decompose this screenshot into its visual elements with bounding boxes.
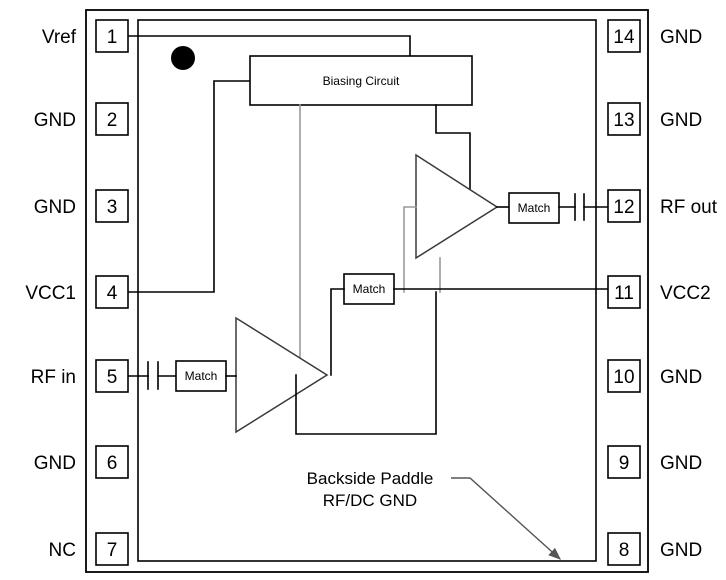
pin-number-12: 12: [613, 197, 634, 218]
pin-number-9: 9: [619, 453, 630, 474]
backside-paddle-label-line2: RF/DC GND: [323, 491, 417, 510]
pin-box-9[interactable]: [607, 445, 641, 479]
die-outline: [137, 19, 597, 562]
pin-left-4[interactable]: 4 VCC1: [25, 275, 129, 309]
pin-number-13: 13: [613, 110, 634, 131]
pin-label-gnd-8: GND: [660, 540, 702, 561]
pin-box-5[interactable]: [95, 359, 129, 393]
pin-label-rf-in: RF in: [31, 367, 76, 388]
pin-number-10: 10: [613, 367, 634, 388]
pins-left-group: 1 Vref 2 GND 3 GND 4 VCC1 5 RF in 6 GND: [25, 19, 129, 566]
pin-box-8[interactable]: [607, 532, 641, 566]
pin-number-7: 7: [107, 540, 118, 561]
pin-left-5[interactable]: 5 RF in: [31, 359, 129, 393]
pin-left-1[interactable]: 1 Vref: [42, 19, 129, 53]
pin-label-gnd-6: GND: [34, 453, 76, 474]
match-output-label: Match: [518, 201, 551, 215]
pin-label-vcc2: VCC2: [660, 283, 711, 304]
pin-box-6[interactable]: [95, 445, 129, 479]
match-interstage-label: Match: [353, 282, 386, 296]
pin-right-11[interactable]: 11 VCC2: [607, 275, 711, 309]
wire-amp2-bias-feed: [403, 206, 417, 293]
pin-box-12[interactable]: [607, 189, 641, 223]
biasing-circuit-label: Biasing Circuit: [323, 74, 400, 88]
wire-amp1-to-match-mid: [330, 288, 345, 376]
pin-number-6: 6: [107, 453, 118, 474]
pin-label-vcc1: VCC1: [25, 283, 76, 304]
pin-right-13[interactable]: 13 GND: [607, 102, 702, 136]
pin-box-4[interactable]: [95, 275, 129, 309]
pin-one-dot-icon: [171, 46, 195, 70]
pin-label-rf-out: RF out: [660, 197, 718, 218]
wire-amp1-return-loop: [295, 291, 437, 435]
pin-left-6[interactable]: 6 GND: [34, 445, 129, 479]
pin-box-13[interactable]: [607, 102, 641, 136]
pins-right-group: 14 GND 13 GND 12 RF out 11 VCC2 10 GND 9…: [607, 19, 718, 566]
pin-label-vref: Vref: [42, 27, 77, 48]
pin-number-1: 1: [107, 27, 118, 48]
wire-vref-to-bias: [126, 35, 411, 57]
pin-right-10[interactable]: 10 GND: [607, 359, 702, 393]
pin-box-3[interactable]: [95, 189, 129, 223]
pin-box-10[interactable]: [607, 359, 641, 393]
pin-number-8: 8: [619, 540, 630, 561]
biasing-circuit-block: [249, 55, 473, 106]
pin-box-14[interactable]: [607, 19, 641, 53]
backside-paddle-label-line1: Backside Paddle: [307, 469, 434, 488]
pin-number-4: 4: [107, 283, 118, 304]
first-stage-amplifier: [235, 316, 329, 434]
pin-label-gnd-2: GND: [34, 110, 76, 131]
pin-number-3: 3: [107, 197, 118, 218]
pin-left-2[interactable]: 2 GND: [34, 102, 129, 136]
pin-right-12[interactable]: 12 RF out: [607, 189, 718, 223]
pin-left-7[interactable]: 7 NC: [49, 532, 129, 566]
pin-number-2: 2: [107, 110, 118, 131]
pin-right-14[interactable]: 14 GND: [607, 19, 702, 53]
match-output-block: [508, 192, 560, 224]
pin-label-nc: NC: [49, 540, 76, 561]
match-input-block: [175, 360, 227, 392]
pin-left-3[interactable]: 3 GND: [34, 189, 129, 223]
pin-box-2[interactable]: [95, 102, 129, 136]
pin-label-gnd-9: GND: [660, 453, 702, 474]
pin-box-1[interactable]: [95, 19, 129, 53]
pin-label-gnd-14: GND: [660, 27, 702, 48]
backside-paddle-leader-arrow: [451, 477, 562, 560]
match-input-label: Match: [185, 369, 218, 383]
pin-box-7[interactable]: [95, 532, 129, 566]
pin-number-11: 11: [614, 283, 634, 304]
pin-label-gnd-13: GND: [660, 110, 702, 131]
pin-box-11[interactable]: [607, 275, 641, 309]
pin-label-gnd-3: GND: [34, 197, 76, 218]
pin-number-14: 14: [613, 27, 635, 48]
pin-right-8[interactable]: 8 GND: [607, 532, 702, 566]
wire-bias-to-amp2: [435, 104, 471, 208]
wire-vcc1-to-bias: [126, 80, 252, 293]
pin-label-gnd-10: GND: [660, 367, 702, 388]
pin-right-9[interactable]: 9 GND: [607, 445, 702, 479]
pin-number-5: 5: [107, 367, 118, 388]
